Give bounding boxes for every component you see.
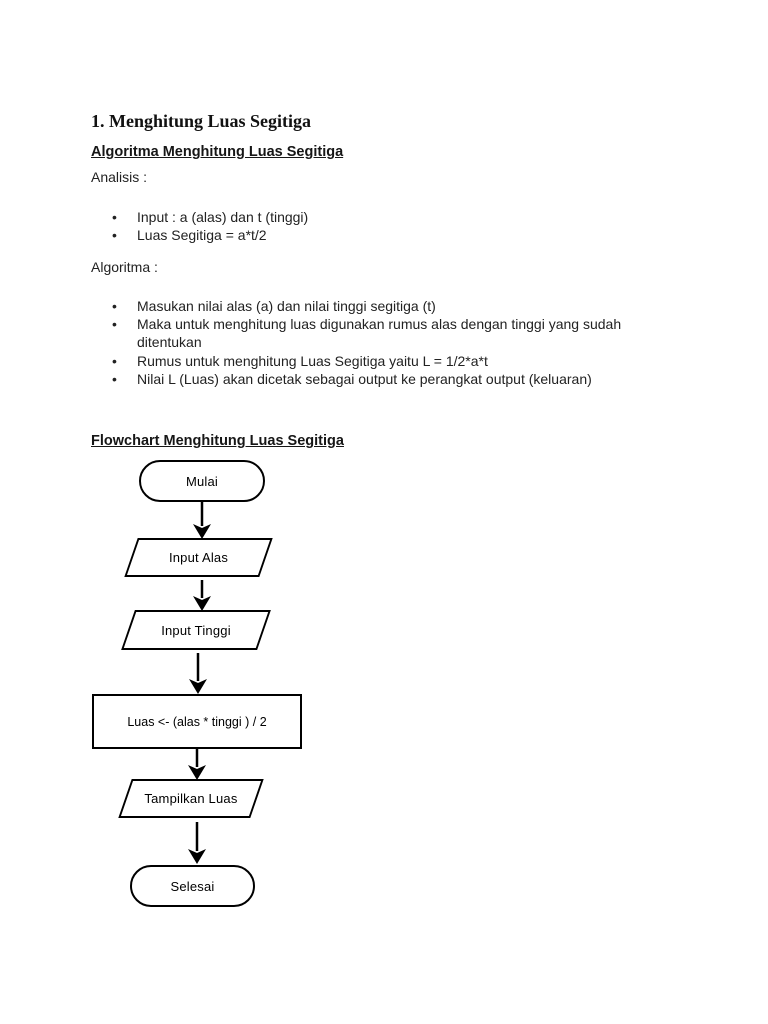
flowchart-section-heading: Flowchart Menghitung Luas Segitiga	[91, 433, 344, 449]
list-item: Luas Segitiga = a*t/2	[112, 226, 677, 244]
flowchart-node-input-alas: Input Alas	[124, 538, 273, 577]
page-title: 1. Menghitung Luas Segitiga	[91, 111, 312, 131]
flow-arrow-icon	[189, 653, 207, 694]
analisis-list: Input : a (alas) dan t (tinggi) Luas Seg…	[112, 208, 677, 245]
list-item: Maka untuk menghitung luas digunakan rum…	[112, 315, 677, 351]
flowchart-node-label: Input Alas	[168, 550, 229, 565]
algoritma-label: Algoritma :	[91, 259, 158, 275]
flow-arrow-icon	[188, 822, 206, 864]
flowchart-node-start: Mulai	[139, 460, 265, 502]
list-item: Input : a (alas) dan t (tinggi)	[112, 208, 677, 226]
list-item: Rumus untuk menghitung Luas Segitiga yai…	[112, 352, 677, 370]
algoritma-list: Masukan nilai alas (a) dan nilai tinggi …	[112, 297, 677, 388]
flowchart-node-process: Luas <- (alas * tinggi ) / 2	[92, 694, 302, 749]
flowchart-node-label: Mulai	[185, 473, 219, 489]
flowchart-node-end: Selesai	[130, 865, 255, 907]
analisis-label: Analisis :	[91, 169, 148, 185]
flowchart-node-label: Input Tinggi	[161, 622, 231, 638]
flowchart-node-label: Tampilkan Luas	[144, 791, 238, 806]
list-item: Nilai L (Luas) akan dicetak sebagai outp…	[112, 370, 677, 388]
list-item: Masukan nilai alas (a) dan nilai tinggi …	[112, 297, 677, 315]
flow-arrow-icon	[193, 502, 211, 539]
flow-arrow-icon	[193, 580, 211, 611]
algoritma-section-heading: Algoritma Menghitung Luas Segitiga	[91, 144, 344, 160]
flowchart-node-label: Luas <- (alas * tinggi ) / 2	[127, 714, 267, 729]
flow-arrow-icon	[188, 749, 206, 780]
flowchart-node-label: Selesai	[170, 878, 215, 894]
flowchart-node-input-tinggi: Input Tinggi	[121, 610, 271, 650]
flowchart-node-output-luas: Tampilkan Luas	[118, 779, 264, 818]
